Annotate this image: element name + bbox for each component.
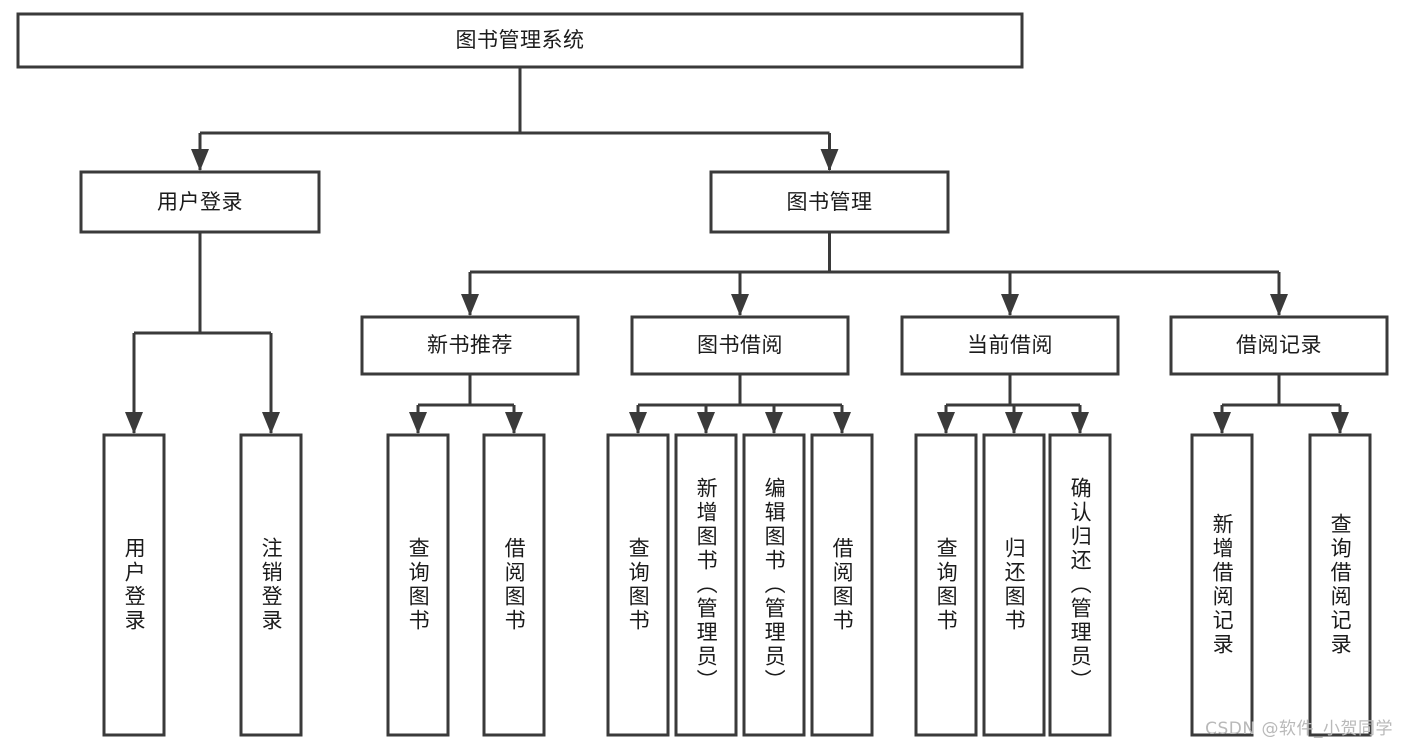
node-box-当前借阅 (900, 315, 1120, 376)
node-box-图书管理 (709, 170, 950, 234)
node-box-注销登录 (239, 433, 303, 737)
arrow-head-icon-leaf-查询借阅记录 (1331, 412, 1349, 434)
arrow-head-icon-leaf-用户登录 (125, 412, 143, 434)
node-box-新增借阅记录 (1190, 433, 1254, 737)
arrow-head-icon-图书管理 (820, 149, 839, 171)
arrow-head-icon-leaf-归还图书 (1005, 412, 1023, 434)
node-box-图书管理系统 (16, 12, 1024, 69)
arrow-head-icon-新书推荐 (461, 294, 479, 316)
arrow-head-icon-leaf-确认归还-管理员 (1071, 412, 1089, 434)
node-box-新增图书-管理员 (674, 433, 738, 737)
node-box-编辑图书-管理员 (742, 433, 806, 737)
arrow-head-icon-图书借阅 (731, 294, 749, 316)
watermark: CSDN @软件_小贺同学 (1205, 719, 1393, 739)
arrow-head-icon-用户登录 (191, 149, 209, 171)
node-box-借阅图书 (810, 433, 874, 737)
node-box-确认归还-管理员 (1048, 433, 1112, 737)
arrow-head-icon-leaf-注销登录 (262, 412, 280, 434)
node-box-图书借阅 (630, 315, 850, 376)
arrow-head-icon-leaf-借阅图书 (505, 412, 523, 434)
node-box-查询图书 (386, 433, 450, 737)
node-box-新书推荐 (360, 315, 580, 376)
arrow-head-icon-leaf-新增借阅记录 (1213, 412, 1231, 434)
arrow-head-icon-leaf-查询图书 (409, 412, 427, 434)
arrow-head-icon-借阅记录 (1270, 294, 1288, 316)
node-box-layer (16, 12, 1389, 737)
arrow-head-icon-leaf-新增图书-管理员 (697, 412, 715, 434)
arrow-head-icon-leaf-查询图书 (629, 412, 647, 434)
connector-layer (125, 67, 1349, 434)
arrow-head-icon-当前借阅 (1001, 294, 1019, 316)
node-box-用户登录 (102, 433, 166, 737)
arrow-head-icon-leaf-编辑图书-管理员 (765, 412, 783, 434)
node-box-用户登录 (79, 170, 321, 234)
node-box-借阅记录 (1169, 315, 1389, 376)
node-box-查询图书 (914, 433, 978, 737)
node-box-借阅图书 (482, 433, 546, 737)
arrow-head-icon-leaf-查询图书 (937, 412, 955, 434)
node-box-查询图书 (606, 433, 670, 737)
node-box-归还图书 (982, 433, 1046, 737)
node-box-查询借阅记录 (1308, 433, 1372, 737)
arrow-head-icon-leaf-借阅图书 (833, 412, 851, 434)
